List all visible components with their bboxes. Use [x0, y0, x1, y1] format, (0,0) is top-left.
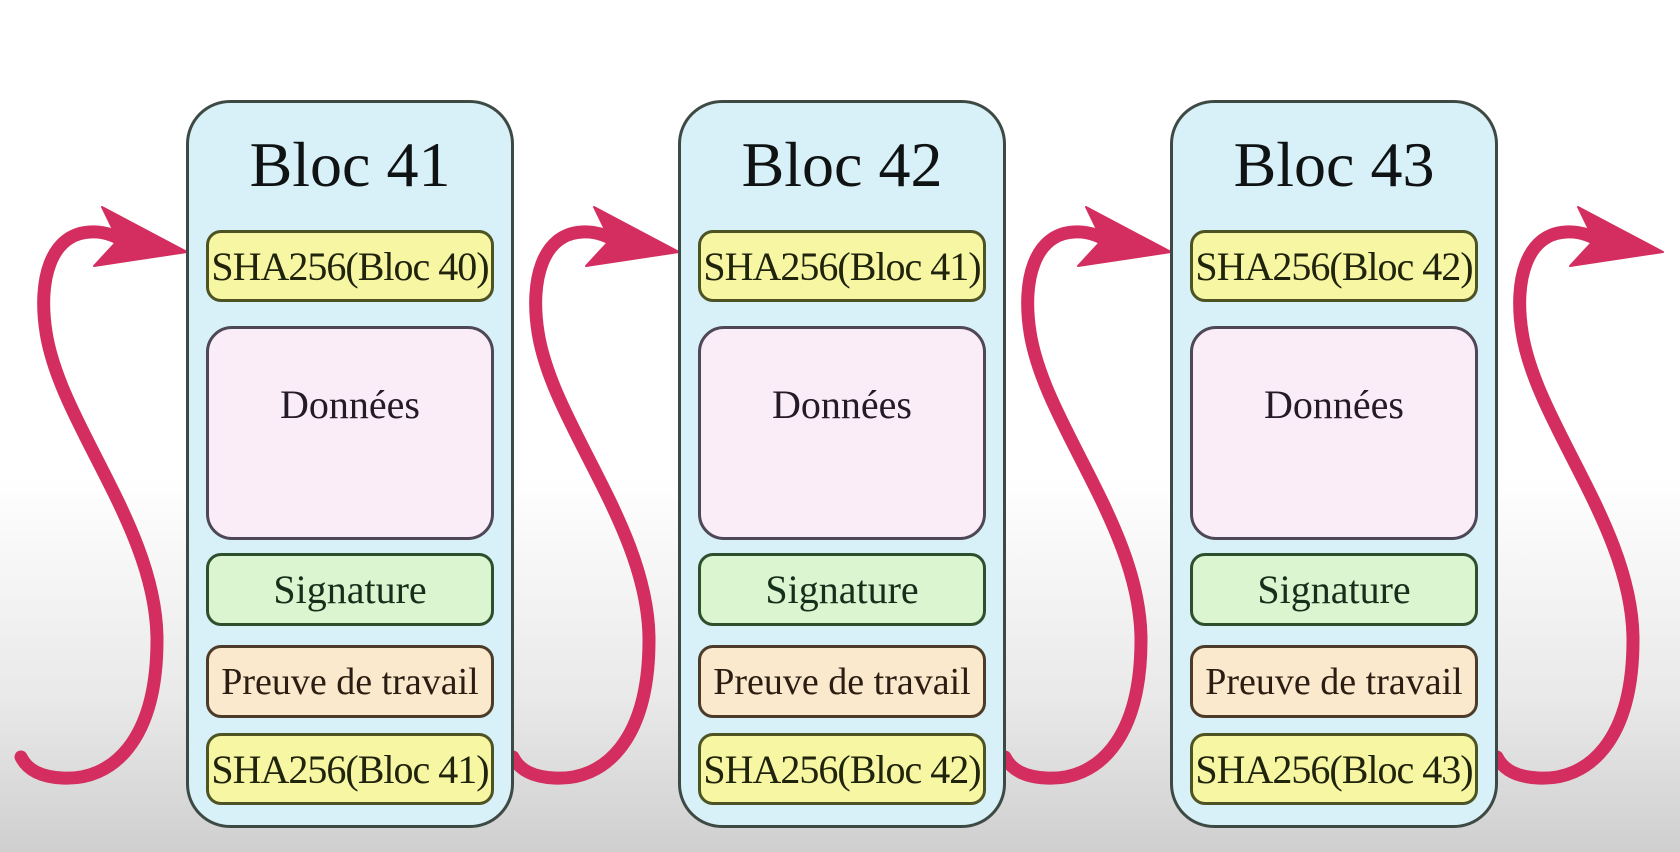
signature-box: Signature — [206, 553, 494, 626]
hash-link-arrow-41-42 — [506, 206, 680, 785]
signature-box: Signature — [1190, 553, 1478, 626]
block-bloc-41: Bloc 41 SHA256(Bloc 40) Données Signatur… — [186, 100, 514, 828]
block-bloc-43: Bloc 43 SHA256(Bloc 42) Données Signatur… — [1170, 100, 1498, 828]
block-title: Bloc 42 — [741, 129, 943, 200]
data-box: Données — [1190, 326, 1478, 540]
block-hash-box: SHA256(Bloc 43) — [1190, 733, 1478, 805]
previous-hash-box: SHA256(Bloc 42) — [1190, 230, 1478, 302]
data-box: Données — [206, 326, 494, 540]
hash-link-arrow-outgoing — [1490, 206, 1664, 785]
block-title: Bloc 43 — [1233, 129, 1435, 200]
hash-link-arrow-42-43 — [998, 206, 1172, 785]
proof-of-work-box: Preuve de travail — [1190, 645, 1478, 718]
proof-of-work-box: Preuve de travail — [698, 645, 986, 718]
previous-hash-box: SHA256(Bloc 40) — [206, 230, 494, 302]
block-hash-box: SHA256(Bloc 41) — [206, 733, 494, 805]
data-box: Données — [698, 326, 986, 540]
block-bloc-42: Bloc 42 SHA256(Bloc 41) Données Signatur… — [678, 100, 1006, 828]
proof-of-work-box: Preuve de travail — [206, 645, 494, 718]
signature-box: Signature — [698, 553, 986, 626]
previous-hash-box: SHA256(Bloc 41) — [698, 230, 986, 302]
hash-link-arrow-incoming — [14, 206, 188, 785]
block-title: Bloc 41 — [249, 129, 451, 200]
block-hash-box: SHA256(Bloc 42) — [698, 733, 986, 805]
